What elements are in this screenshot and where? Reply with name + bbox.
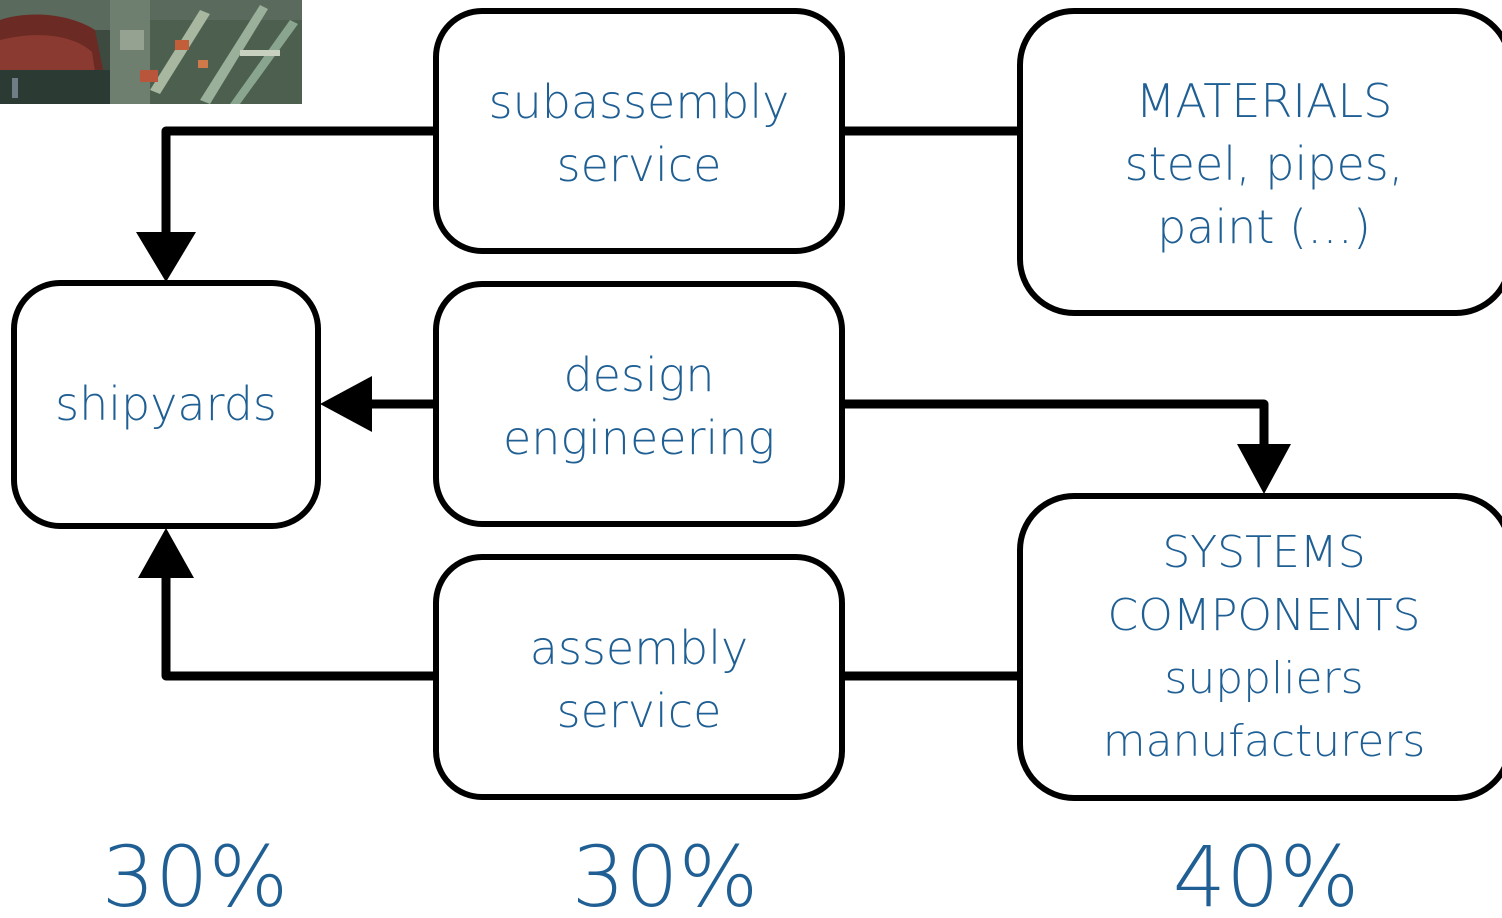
- arrowhead-into-shipyards-bottom: [138, 528, 194, 578]
- design-label-line-2: engineering: [503, 411, 775, 465]
- share-shipyards: 30%: [102, 828, 289, 918]
- shipyards-box-border: [11, 280, 321, 529]
- design-label-line-1: design: [563, 348, 714, 402]
- connector-assembly-to-shipyards: [161, 574, 436, 681]
- materials-box: MATERIALS steel, pipes, paint (…): [1017, 8, 1502, 316]
- share-suppliers: 40%: [1173, 828, 1360, 918]
- arrowhead-into-shipyards-top: [136, 232, 196, 282]
- systems-label-line-3: suppliers: [1164, 653, 1363, 704]
- materials-label-line-2: steel, pipes,: [1125, 137, 1404, 191]
- design-engineering-box: design engineering: [433, 281, 845, 527]
- materials-label-line-3: paint (…): [1157, 200, 1371, 254]
- design-engineering-box-border: [433, 281, 845, 527]
- assembly-service-box-border: [433, 554, 845, 800]
- shipyards-box: shipyards: [11, 280, 321, 529]
- shipyard-photo: [0, 0, 302, 104]
- systems-components-box: SYSTEMS COMPONENTS suppliers manufacture…: [1017, 493, 1502, 801]
- connector-design-to-systems: [842, 399, 1269, 450]
- subassembly-service-box: subassembly service: [433, 8, 845, 254]
- arrowhead-into-systems: [1237, 444, 1291, 494]
- subassembly-label-line-1: subassembly: [489, 75, 790, 129]
- assembly-service-box: assembly service: [433, 554, 845, 800]
- connector-subassembly-to-shipyards: [161, 126, 436, 236]
- subassembly-label-line-2: service: [557, 138, 722, 192]
- materials-box-border: [1017, 8, 1502, 316]
- systems-label-line-2: COMPONENTS: [1108, 590, 1421, 641]
- share-services: 30%: [572, 828, 759, 918]
- shipyards-label: shipyards: [55, 377, 277, 431]
- materials-label-line-1: MATERIALS: [1136, 74, 1393, 128]
- arrowhead-into-shipyards-right: [320, 376, 372, 432]
- shipyard-photo-image: [0, 0, 302, 104]
- systems-label-line-4: manufacturers: [1103, 716, 1426, 767]
- systems-label-line-1: SYSTEMS: [1162, 527, 1365, 578]
- assembly-label-line-2: service: [557, 684, 722, 738]
- subassembly-service-box-border: [433, 8, 845, 254]
- assembly-label-line-1: assembly: [530, 621, 748, 675]
- systems-components-box-border: [1017, 493, 1502, 801]
